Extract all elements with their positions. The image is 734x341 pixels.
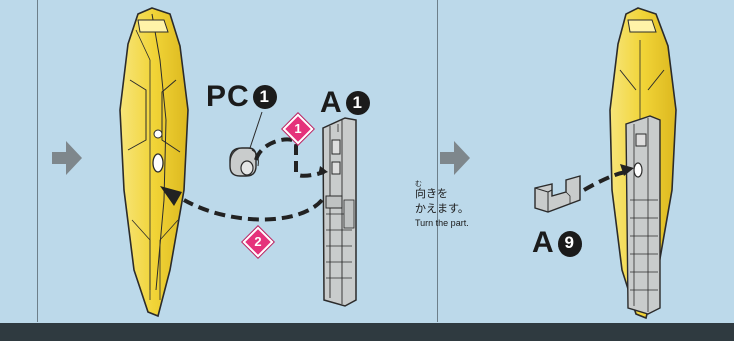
note-english: Turn the part. <box>415 218 469 228</box>
shield-part-left <box>119 7 189 318</box>
frame-part-a1 <box>322 117 357 307</box>
note-ruby: む <box>415 180 422 188</box>
arrow-head-icon <box>620 164 634 176</box>
divider-left <box>37 0 38 322</box>
label-a-number-left: 1 <box>345 91 370 115</box>
shield-part-right <box>609 7 677 320</box>
pc-part <box>229 111 263 177</box>
note-line2: かえます。 <box>415 202 469 215</box>
assembly-arrow-2 <box>183 198 324 222</box>
assembly-arrow-1 <box>254 137 325 178</box>
right-arrow-icon <box>440 141 470 175</box>
label-a-number-right: 9 <box>557 231 582 257</box>
bottom-bar <box>0 323 734 341</box>
right-arrow-icon <box>52 141 82 175</box>
label-a-part-left: A <box>320 86 343 119</box>
part-a9 <box>534 175 581 213</box>
turn-part-note: む 向きを かえます。 Turn the part. <box>415 180 493 231</box>
divider-middle <box>437 0 438 322</box>
arrow-head-icon <box>160 186 182 206</box>
note-line1: 向きを <box>415 187 448 200</box>
assembly-arrow-3 <box>583 170 627 192</box>
label-pc-part: PC <box>206 80 250 113</box>
label-a-part-right: A <box>532 226 555 259</box>
label-pc-number: 1 <box>252 85 277 109</box>
arrow-head-icon <box>318 166 328 176</box>
